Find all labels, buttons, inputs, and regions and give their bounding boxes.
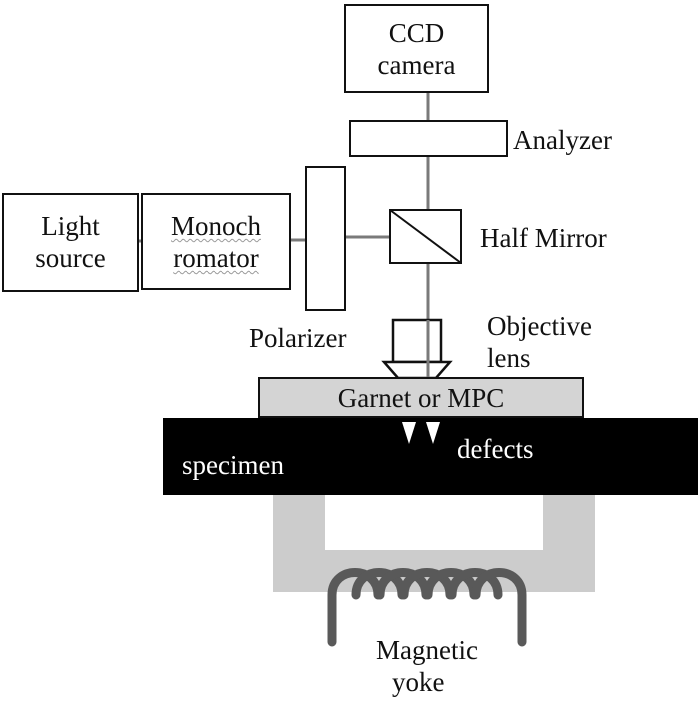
analyzer-element — [349, 120, 508, 157]
half-mirror-diagonal — [389, 209, 462, 264]
ccd-camera-label: CCD camera — [345, 17, 488, 81]
monochromator-box — [141, 193, 291, 290]
light-source-box — [2, 193, 139, 292]
defect-marker — [426, 422, 440, 444]
magnetic-coil — [327, 568, 527, 647]
polarizer-label: Polarizer — [249, 323, 347, 353]
analyzer-label: Analyzer — [513, 125, 612, 155]
light-source-label: Light source — [3, 210, 138, 274]
ccd-camera-label-line1: CCD — [388, 18, 445, 48]
ccd-camera-label-line2: camera — [377, 50, 456, 80]
magnetic-yoke-label-line2: yoke — [392, 667, 445, 697]
magnetic-yoke-label-line1: Magnetic — [376, 635, 478, 665]
half-mirror-label: Half Mirror — [480, 223, 607, 253]
monochromator-label-line2: romator — [173, 243, 259, 273]
defect-marker — [402, 422, 416, 444]
monochromator-label: Monoch romator — [142, 210, 290, 274]
objective-lens-tip — [381, 360, 453, 380]
magnetic-yoke — [273, 494, 595, 592]
objective-lens-label-line1: Objective — [487, 311, 592, 341]
light-source-label-line2: source — [35, 243, 106, 273]
magnetic-yoke-label: Magnetic yoke — [376, 634, 478, 698]
specimen-label: specimen — [182, 450, 284, 480]
ccd-camera-box — [344, 4, 489, 93]
objective-lens-label: Objective lens — [487, 310, 592, 374]
objective-lens-body — [391, 318, 443, 364]
polarizer-element — [305, 166, 346, 311]
garnet-mpc-label: Garnet or MPC — [337, 383, 505, 413]
monochromator-label-line1: Monoch — [171, 211, 261, 241]
garnet-mpc-layer — [258, 377, 584, 418]
light-source-label-line1: Light — [41, 211, 100, 241]
objective-lens-label-line2: lens — [487, 343, 531, 373]
defects-label: defects — [457, 434, 534, 464]
